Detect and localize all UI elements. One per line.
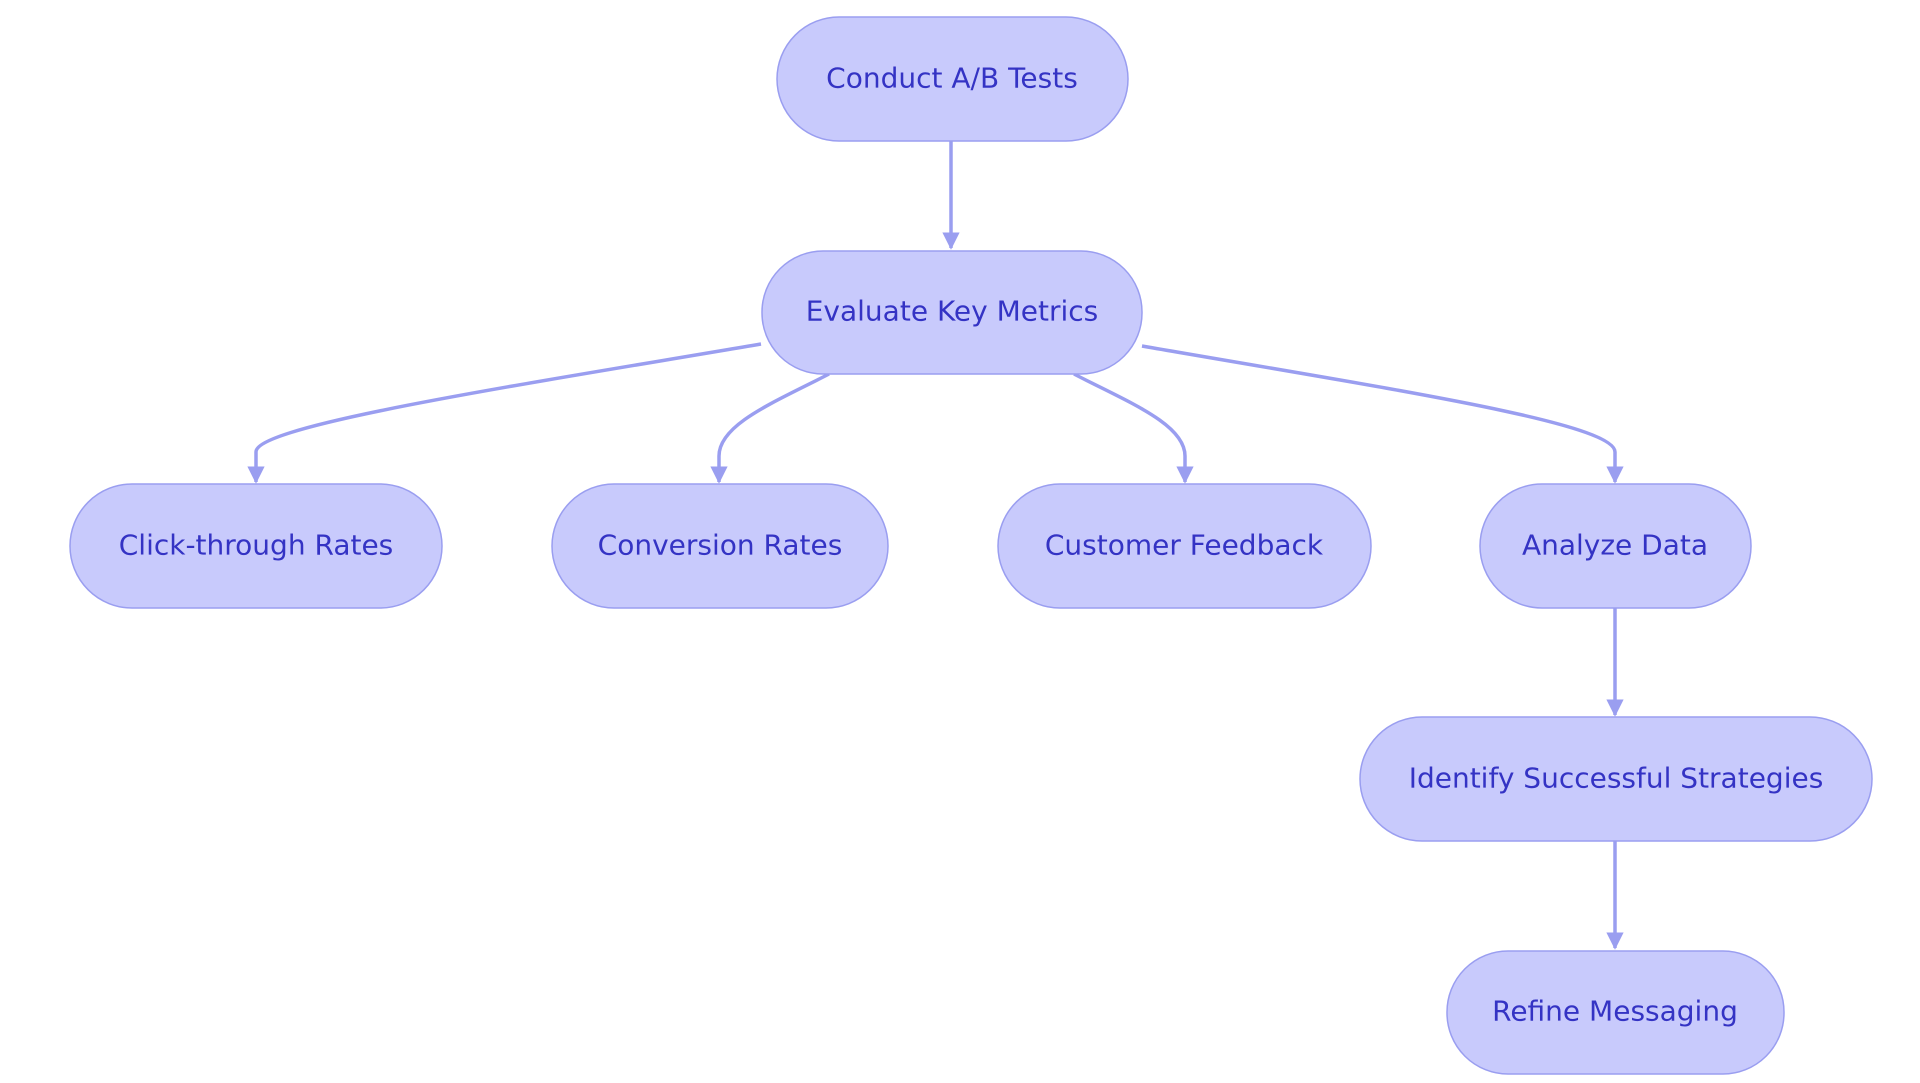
node-analyze-data: Analyze Data [1479,483,1752,609]
edge-evaluate-to-click-through [247,342,762,484]
node-conversion-rates-label: Conversion Rates [598,529,843,562]
node-evaluate-key-metrics: Evaluate Key Metrics [761,250,1143,375]
node-identify-successful-strategies: Identify Successful Strategies [1359,716,1873,842]
node-analyze-data-label: Analyze Data [1522,529,1708,562]
edge-evaluate-to-customer-feedback [1073,372,1194,484]
node-click-through-rates: Click-through Rates [69,483,443,609]
node-refine-messaging-label: Refine Messaging [1492,995,1738,1028]
node-click-through-rates-label: Click-through Rates [119,529,394,562]
edge-evaluate-to-analyze-data [1141,344,1624,484]
edge-evaluate-to-conversion [710,372,830,484]
node-customer-feedback-label: Customer Feedback [1045,529,1324,562]
node-customer-feedback: Customer Feedback [997,483,1372,609]
node-conduct-ab-tests: Conduct A/B Tests [776,16,1129,142]
node-evaluate-key-metrics-label: Evaluate Key Metrics [806,295,1099,328]
node-refine-messaging: Refine Messaging [1446,950,1785,1075]
node-conversion-rates: Conversion Rates [551,483,889,609]
node-identify-successful-strategies-label: Identify Successful Strategies [1409,762,1824,795]
node-conduct-ab-tests-label: Conduct A/B Tests [826,62,1078,95]
edges [247,141,1624,950]
